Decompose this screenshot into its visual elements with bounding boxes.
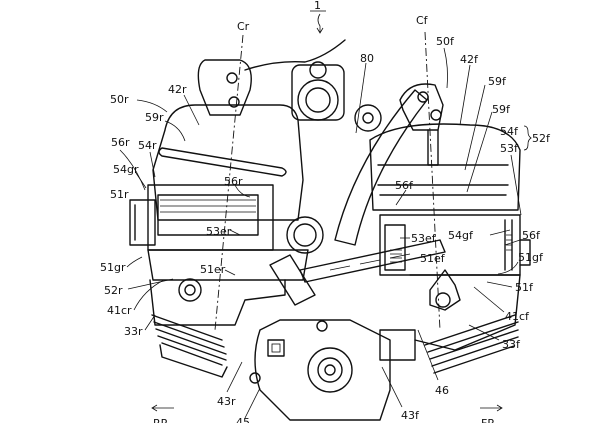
label-43r: 43r — [217, 395, 236, 408]
ref-arrow-icon — [316, 13, 324, 34]
label-41cr: 41cr — [107, 304, 132, 317]
label-cr: Cr — [237, 20, 250, 33]
label-52f: 52f — [532, 132, 551, 145]
label-50f: 50f — [436, 35, 455, 48]
label-43f: 43f — [401, 409, 420, 422]
front-cylinder-axis — [424, 31, 441, 331]
label-54r: 54r — [138, 139, 157, 152]
leader-lines — [119, 47, 532, 419]
label-51f: 51f — [515, 281, 534, 294]
front-direction-label: FR — [481, 417, 495, 423]
figure-ref-number: 1 — [314, 0, 321, 12]
center-components — [249, 61, 446, 421]
label-cf: Cf — [416, 14, 429, 27]
label-59f-b: 59f — [492, 103, 511, 116]
label-53er: 53er — [206, 225, 232, 238]
rear-arrow-icon — [151, 404, 174, 412]
label-59f-a: 59f — [488, 75, 507, 88]
label-56f-b: 56f — [522, 229, 541, 242]
label-51er: 51er — [200, 263, 226, 276]
label-56r-b: 56r — [224, 175, 243, 188]
label-59r: 59r — [145, 111, 164, 124]
label-45: 45 — [236, 416, 250, 423]
label-42f: 42f — [460, 53, 479, 66]
label-56r-a: 56r — [111, 136, 130, 149]
label-51gf: 51gf — [518, 251, 544, 264]
label-42r: 42r — [168, 83, 187, 96]
label-54gf: 54gf — [448, 229, 474, 242]
reference-labels: Cr Cf 80 50f 42f 59f 59f 54f 52f 53f 50r… — [100, 14, 551, 423]
label-52r: 52r — [104, 284, 123, 297]
label-56f-a: 56f — [395, 179, 414, 192]
label-51gr: 51gr — [100, 261, 126, 274]
label-46: 46 — [435, 384, 449, 397]
label-51ef: 51ef — [420, 252, 446, 265]
direction-indicators: RR FR — [151, 404, 503, 423]
front-arrow-icon — [480, 404, 503, 412]
label-80: 80 — [360, 52, 374, 65]
front-cylinder — [369, 83, 531, 374]
rear-cylinder — [129, 39, 346, 378]
label-53f: 53f — [500, 142, 519, 155]
label-53ef: 53ef — [411, 232, 437, 245]
rear-cylinder-axis — [214, 34, 244, 331]
label-33r: 33r — [124, 325, 143, 338]
label-33f: 33f — [502, 338, 521, 351]
rear-direction-label: RR — [153, 417, 169, 423]
label-51r: 51r — [110, 188, 129, 201]
label-54gr: 54gr — [113, 163, 139, 176]
label-54f: 54f — [500, 125, 519, 138]
label-50r: 50r — [110, 93, 129, 106]
label-41cf: 41cf — [505, 310, 530, 323]
